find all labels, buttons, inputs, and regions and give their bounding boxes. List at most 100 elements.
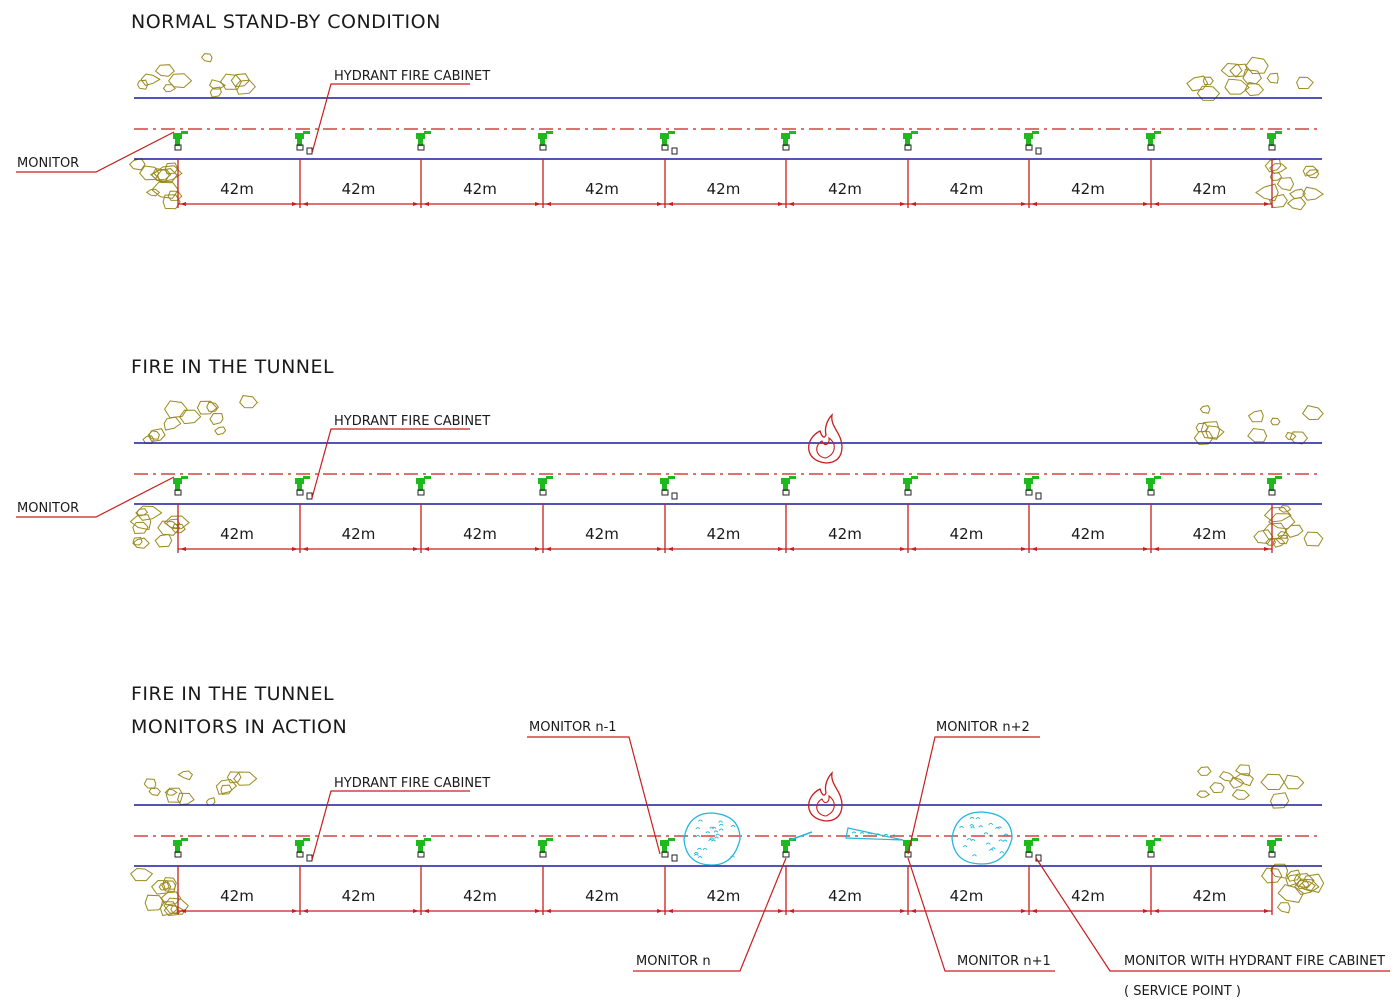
- spacing-label: 42m: [342, 180, 376, 198]
- rock-texture-icon: [1186, 56, 1314, 101]
- dimension-arrow: [545, 547, 551, 551]
- spacing-label: 42m: [828, 180, 862, 198]
- water-jet-drop: [867, 832, 873, 835]
- dimension-arrow: [302, 909, 308, 913]
- dimension-arrow: [1153, 202, 1159, 206]
- water-jet-drop: [851, 831, 857, 834]
- hydrant-label: HYDRANT FIRE CABINET: [334, 776, 490, 791]
- hydrant-cabinet-icon: [1035, 147, 1042, 155]
- spacing-label: 42m: [585, 525, 619, 543]
- callout-monitor-n: MONITOR n: [636, 954, 711, 969]
- dimension-arrow: [1153, 547, 1159, 551]
- monitor-icon: [416, 131, 431, 151]
- monitor-icon: [781, 476, 796, 496]
- spacing-label: 42m: [220, 887, 254, 905]
- monitor-icon: [1267, 838, 1282, 858]
- spacing-label: 42m: [220, 180, 254, 198]
- dimension-arrow: [910, 202, 916, 206]
- rock-texture-icon: [128, 157, 183, 210]
- monitor-icon: [538, 131, 553, 151]
- spacing-label: 42m: [220, 525, 254, 543]
- dimension-arrow: [910, 547, 916, 551]
- dimension-arrow: [778, 202, 784, 206]
- dimension-arrow: [302, 202, 308, 206]
- spacing-label: 42m: [1071, 887, 1105, 905]
- dimension-arrow: [1153, 909, 1159, 913]
- fire-icon: [808, 771, 843, 822]
- spacing-label: 42m: [342, 887, 376, 905]
- dimension-arrow: [535, 909, 541, 913]
- panel-title: NORMAL STAND-BY CONDITION: [131, 11, 441, 33]
- panel-title: MONITORS IN ACTION: [131, 716, 347, 738]
- dimension-arrow: [657, 909, 663, 913]
- rock-texture-icon: [129, 867, 189, 917]
- spacing-label: 42m: [1193, 525, 1227, 543]
- dimension-arrow: [778, 909, 784, 913]
- monitor-icon: [416, 476, 431, 496]
- monitor-icon: [903, 131, 918, 151]
- dimension-arrow: [180, 202, 186, 206]
- rock-texture-icon: [1196, 764, 1305, 809]
- monitor-icon: [1146, 131, 1161, 151]
- water-jet-drop: [859, 832, 865, 834]
- panel-title: FIRE IN THE TUNNEL: [131, 683, 334, 705]
- leader-monitor-n-1: [527, 736, 661, 855]
- spacing-label: 42m: [463, 525, 497, 543]
- monitor-icon: [1024, 476, 1039, 496]
- dimension-arrow: [292, 909, 298, 913]
- dimension-arrow: [1264, 547, 1270, 551]
- spacing-label: 42m: [828, 525, 862, 543]
- dimension-arrow: [778, 547, 784, 551]
- rock-texture-icon: [143, 770, 258, 806]
- monitor-icon: [173, 838, 188, 858]
- dimension-arrow: [1031, 909, 1037, 913]
- monitor-icon: [1024, 131, 1039, 151]
- dimension-arrow: [413, 909, 419, 913]
- dimension-arrow: [545, 202, 551, 206]
- dimension-arrow: [900, 547, 906, 551]
- dimension-arrow: [1143, 547, 1149, 551]
- spacing-label: 42m: [1071, 180, 1105, 198]
- callout-monitor-n+1: MONITOR n+1: [957, 954, 1051, 969]
- spacing-label: 42m: [1193, 180, 1227, 198]
- hydrant-label: HYDRANT FIRE CABINET: [334, 414, 490, 429]
- monitor-icon: [1146, 838, 1161, 858]
- dimension-arrow: [180, 909, 186, 913]
- hydrant-leader: [311, 428, 470, 499]
- spacing-label: 42m: [342, 525, 376, 543]
- leader-monitor-n+1: [907, 857, 1055, 972]
- dimension-arrow: [423, 909, 429, 913]
- monitor-icon: [538, 476, 553, 496]
- fire-icon: [808, 413, 843, 464]
- dimension-arrow: [667, 909, 673, 913]
- monitor-icon: [1146, 476, 1161, 496]
- callout-service-point-sub: ( SERVICE POINT ): [1124, 984, 1241, 999]
- hydrant-cabinet-icon: [671, 492, 678, 500]
- rock-texture-icon: [1261, 863, 1325, 914]
- dimension-arrow: [1031, 547, 1037, 551]
- spacing-label: 42m: [707, 887, 741, 905]
- monitor-icon: [416, 838, 431, 858]
- monitor-icon: [173, 476, 188, 496]
- water-spray-icon: [683, 812, 741, 866]
- monitor-icon: [173, 131, 188, 151]
- leader-service-point: [1035, 857, 1390, 972]
- monitor-icon: [295, 476, 310, 496]
- dimension-arrow: [535, 202, 541, 206]
- monitor-icon: [660, 838, 675, 858]
- hydrant-cabinet-icon: [306, 147, 313, 155]
- spacing-label: 42m: [585, 887, 619, 905]
- dimension-arrow: [1021, 202, 1027, 206]
- monitor-icon: [1267, 476, 1282, 496]
- dimension-arrow: [423, 202, 429, 206]
- water-spray-icon: [951, 811, 1013, 865]
- monitor-icon: [1267, 131, 1282, 151]
- spacing-label: 42m: [463, 180, 497, 198]
- water-jet: [789, 831, 813, 841]
- spacing-label: 42m: [1193, 887, 1227, 905]
- spacing-label: 42m: [585, 180, 619, 198]
- spacing-label: 42m: [707, 525, 741, 543]
- monitor-icon: [781, 131, 796, 151]
- panel-title: FIRE IN THE TUNNEL: [131, 356, 334, 378]
